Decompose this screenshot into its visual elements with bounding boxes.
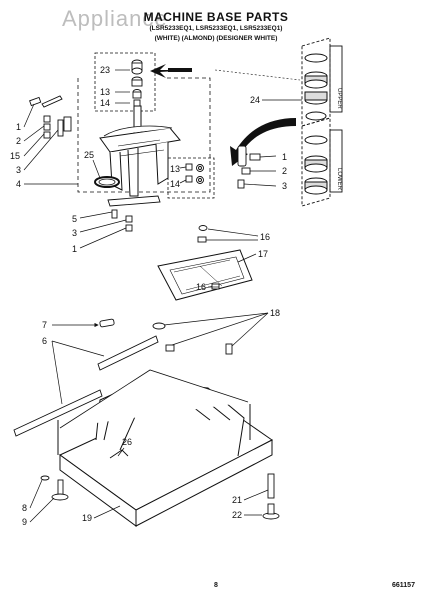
callout-1c: 1 xyxy=(72,244,77,254)
support-plate xyxy=(157,249,253,301)
callout-labels: 23 13 14 24 1 2 15 3 4 25 13 14 1 2 3 5 … xyxy=(10,65,287,527)
callout-1b: 1 xyxy=(282,152,287,162)
document-number: 661157 xyxy=(392,582,415,589)
rails-and-clips xyxy=(13,318,233,437)
callout-15: 15 xyxy=(10,151,20,161)
callout-2b: 2 xyxy=(282,166,287,176)
callout-13b: 13 xyxy=(170,164,180,174)
callout-3a: 3 xyxy=(16,165,21,175)
model-line: (LSR5233EQ1, LSR5233EQ1, LSR5233EQ1) xyxy=(149,25,283,32)
callout-8: 8 xyxy=(22,503,27,513)
callout-14b: 14 xyxy=(170,179,180,189)
callout-13a: 13 xyxy=(100,87,110,97)
callout-14a: 14 xyxy=(100,98,110,108)
callout-3b: 3 xyxy=(282,181,287,191)
plate-clips xyxy=(197,225,220,290)
upper-bearings xyxy=(304,53,328,121)
callout-16b: 16 xyxy=(196,282,206,292)
callout-7: 7 xyxy=(42,320,47,330)
callout-25: 25 xyxy=(84,150,94,160)
leveling-feet xyxy=(40,449,280,520)
gearcase-group-outline xyxy=(77,52,215,199)
leader-lines xyxy=(23,69,302,523)
callout-1a: 1 xyxy=(16,122,21,132)
machine-base-frame xyxy=(57,369,273,527)
page-title: MACHINE BASE PARTS xyxy=(143,10,289,24)
callout-9: 9 xyxy=(22,517,27,527)
curved-pointer-arrow xyxy=(230,118,296,166)
watermark-text: Appliance xyxy=(62,6,168,31)
label-upper: UPPER xyxy=(336,88,342,109)
callout-4: 4 xyxy=(16,179,21,189)
lower-bearings xyxy=(304,135,328,195)
right-fasteners xyxy=(237,145,261,189)
callout-22: 22 xyxy=(232,510,242,520)
left-fasteners xyxy=(29,95,72,139)
clutch-parts xyxy=(185,163,204,184)
callout-19: 19 xyxy=(82,513,92,523)
bearing-panel xyxy=(301,37,343,207)
callout-24: 24 xyxy=(250,95,260,105)
callout-26: 26 xyxy=(122,437,132,447)
callout-21: 21 xyxy=(232,495,242,505)
mounting-bracket xyxy=(107,195,161,232)
drive-pulley-stack xyxy=(131,59,143,107)
callout-23: 23 xyxy=(100,65,110,75)
callout-6: 6 xyxy=(42,336,47,346)
callout-5: 5 xyxy=(72,214,77,224)
label-lower: LOWER xyxy=(336,168,342,191)
callout-17: 17 xyxy=(258,249,268,259)
page-number: 8 xyxy=(214,582,218,589)
color-line: (WHITE) (ALMOND) (DESIGNER WHITE) xyxy=(154,35,278,42)
callout-18: 18 xyxy=(270,308,280,318)
callout-2a: 2 xyxy=(16,136,21,146)
callout-3c: 3 xyxy=(72,228,77,238)
callout-16a: 16 xyxy=(260,232,270,242)
gearcase-body xyxy=(99,105,181,197)
